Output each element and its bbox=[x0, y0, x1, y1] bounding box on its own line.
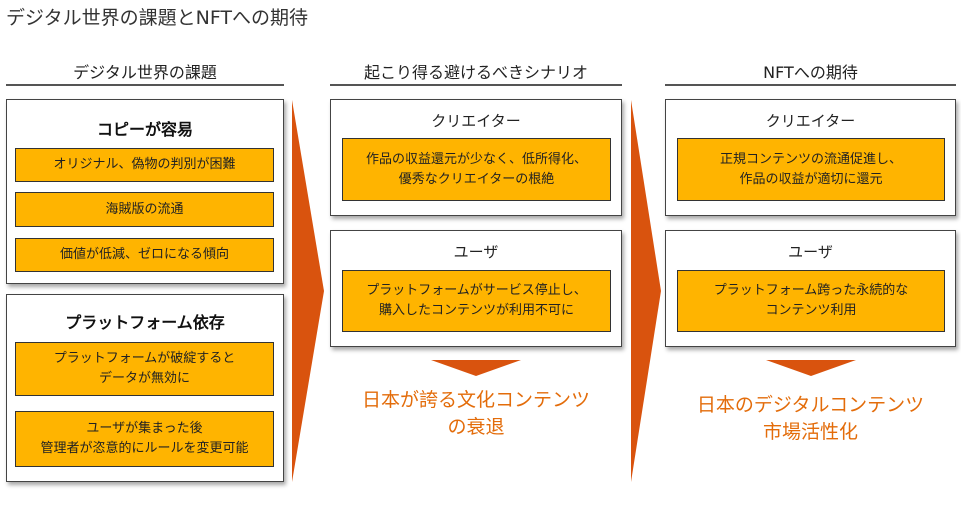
chevron-right-arrow bbox=[290, 100, 326, 482]
panel-nft-creator: クリエイター 正規コンテンツの流通促進し、 作品の収益が適切に還元 bbox=[665, 99, 956, 216]
expectation-box: プラットフォーム跨った永続的な コンテンツ利用 bbox=[677, 270, 945, 332]
issue-box: ユーザが集まった後 管理者が恣意的にルールを変更可能 bbox=[15, 411, 274, 467]
issue-box: 価値が低減、ゼロになる傾向 bbox=[15, 238, 274, 272]
panel-title: ユーザ bbox=[453, 243, 499, 261]
outcome-decline: 日本が誇る文化コンテンツ の衰退 bbox=[361, 389, 590, 438]
issue-box: 海賊版の流通 bbox=[15, 192, 274, 227]
column-header-challenges: デジタル世界の課題 bbox=[6, 58, 284, 86]
chevron-right-arrow bbox=[629, 100, 663, 482]
page-title: デジタル世界の課題とNFTへの期待 bbox=[6, 7, 309, 29]
outcome-market-activation: 日本のデジタルコンテンツ 市場活性化 bbox=[696, 394, 925, 443]
panel-title: クリエイター bbox=[431, 112, 521, 130]
panel-title: プラットフォーム依存 bbox=[65, 313, 225, 332]
issue-box: オリジナル、偽物の判別が困難 bbox=[15, 148, 274, 182]
column-header-scenarios: 起こり得る避けるべきシナリオ bbox=[330, 58, 622, 86]
scenario-box: 作品の収益還元が少なく、低所得化、 優秀なクリエイターの根絶 bbox=[342, 138, 611, 201]
scenario-box: プラットフォームがサービス停止し、 購入したコンテンツが利用不可に bbox=[342, 270, 611, 332]
panel-title: コピーが容易 bbox=[96, 120, 193, 139]
panel-title: ユーザ bbox=[788, 243, 833, 261]
down-arrow bbox=[431, 360, 521, 376]
panel-title: クリエイター bbox=[765, 112, 856, 130]
issue-box: プラットフォームが破綻すると データが無効に bbox=[15, 342, 274, 396]
down-arrow bbox=[766, 360, 856, 376]
panel-scenario-user: ユーザ プラットフォームがサービス停止し、 購入したコンテンツが利用不可に bbox=[330, 230, 622, 347]
panel-nft-user: ユーザ プラットフォーム跨った永続的な コンテンツ利用 bbox=[665, 230, 956, 347]
expectation-box: 正規コンテンツの流通促進し、 作品の収益が適切に還元 bbox=[677, 138, 945, 201]
panel-easy-copy: コピーが容易 オリジナル、偽物の判別が困難 海賊版の流通 価値が低減、ゼロになる… bbox=[6, 99, 284, 284]
panel-scenario-creator: クリエイター 作品の収益還元が少なく、低所得化、 優秀なクリエイターの根絶 bbox=[330, 99, 622, 216]
panel-platform-dependency: プラットフォーム依存 プラットフォームが破綻すると データが無効に ユーザが集ま… bbox=[6, 294, 284, 482]
column-header-nft-expectations: NFTへの期待 bbox=[665, 58, 956, 86]
